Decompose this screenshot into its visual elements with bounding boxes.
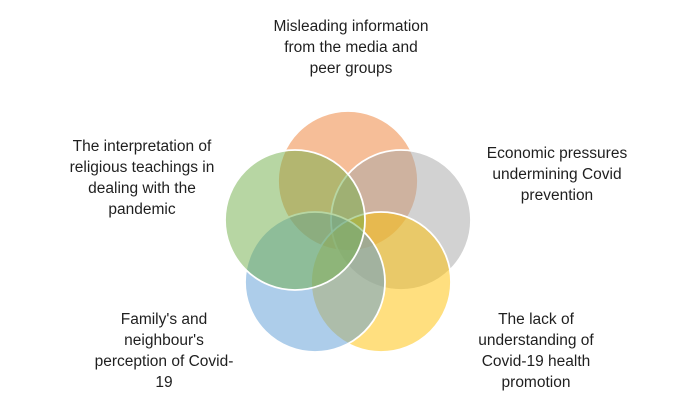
label-lack-of-understanding: The lack of understanding of Covid-19 he… (478, 311, 594, 391)
venn-circle-religious-teachings (224, 149, 366, 291)
label-religious-teachings: The interpretation of religious teaching… (69, 138, 215, 218)
label-misleading-information: Misleading information from the media an… (273, 18, 429, 77)
label-economic-pressures: Economic pressures undermining Covid pre… (486, 145, 628, 204)
label-family-perception: Family's and neighbour's perception of C… (94, 311, 234, 391)
